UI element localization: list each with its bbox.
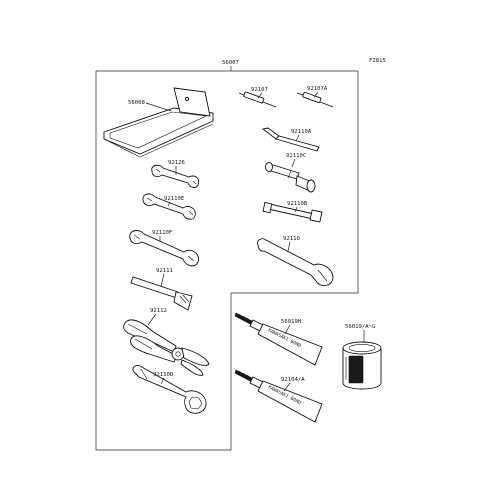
label-pliers: 92112 [150,308,167,314]
tube-sealant: KAWASAKI BOND [234,312,323,366]
wrench-92110E [142,193,196,220]
label-wrench-126: 92126 [168,160,185,166]
label-pouch: 56008 [128,100,145,106]
sealant-can [342,341,382,390]
screwdriver-92107 [238,91,277,108]
label-wrench-110f: 92110F [152,230,173,236]
wrench-92110F [129,230,199,267]
handle-bar [262,201,323,223]
screwdriver-92107A [296,91,334,108]
wrench-92110 [257,238,334,287]
label-tube-lock: 92104/A [281,377,305,383]
figure-code: F2815 [369,58,386,64]
kit-frame [95,66,359,451]
tool-pouch [103,87,214,158]
extension-bar [130,276,193,311]
label-can: 56019/A~G [345,324,376,330]
label-extension-bar: 92111 [156,268,173,274]
plug-wrench [265,162,316,193]
box-wrench [132,365,207,414]
hex-wrench [261,127,320,152]
label-wrench-110e: 92110E [164,196,185,202]
pliers [123,319,210,376]
label-wrench-110: 92110 [283,236,300,242]
label-handle-bar: 92110B [287,201,308,207]
tube-lock: KAWASAKI BOND [234,369,323,423]
label-plug-wrench: 92110C [286,153,306,159]
label-box-wrench: 92110D [153,372,174,378]
label-hex-wrench: 92110A [291,129,312,135]
label-screwdriver-a: 92107 [251,87,268,93]
label-kit: 56007 [222,60,239,66]
label-screwdriver-b: 92107A [307,86,328,92]
wrench-92126 [151,164,200,188]
label-tube-sealant: 56019H [281,319,301,325]
